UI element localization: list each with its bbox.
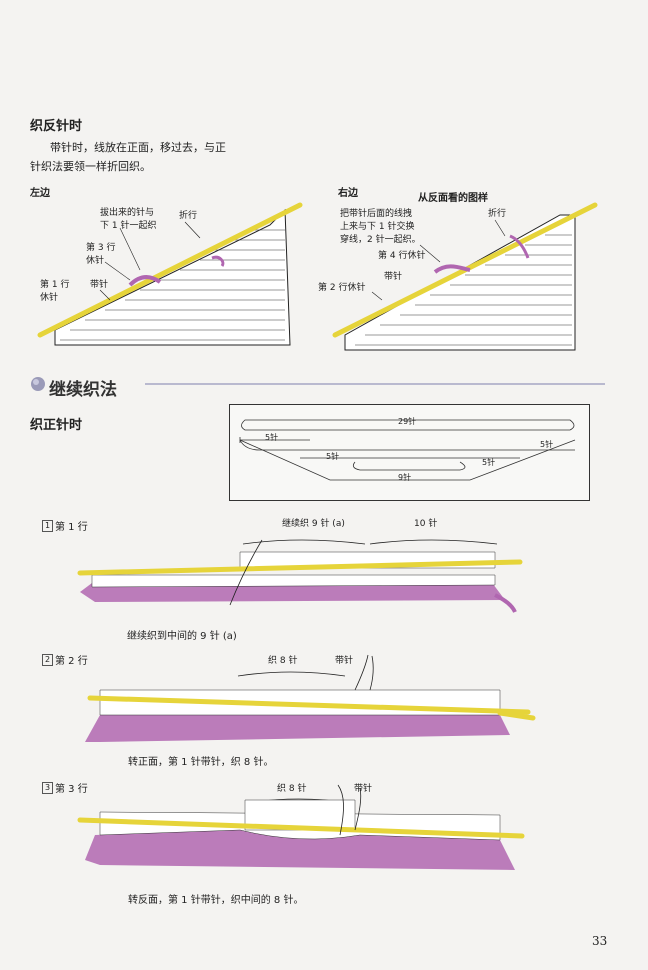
schema-top-label: 29针 — [398, 416, 416, 426]
purl-paragraph-line2: 针织法要领一样折回织。 — [30, 160, 151, 173]
row2-text: 第 2 行 — [55, 656, 88, 667]
left-label-row1b: 休针 — [40, 293, 59, 303]
section-divider — [145, 383, 605, 385]
row1-text: 第 1 行 — [55, 522, 88, 533]
left-label-row1: 第 1 行 — [40, 280, 70, 290]
right-label-row4: 第 4 行休针 — [378, 251, 426, 261]
row3-number: 3 — [42, 781, 53, 794]
purl-paragraph-line1: 带针时，线放在正面，移过去，与正 — [50, 141, 226, 154]
right-label-a: 把带针后面的线拽 — [340, 209, 413, 219]
section-bullet-icon — [31, 377, 45, 391]
schema-mid2-label: 5针 — [482, 457, 495, 467]
row3-label: 3 第 3 行 — [42, 780, 88, 795]
left-diagram-title: 左边 — [30, 188, 50, 199]
left-label-row3: 第 3 行 — [86, 243, 116, 253]
row3-caption: 转反面，第 1 针带针，织中间的 8 针。 — [128, 895, 304, 906]
schema-bottom-label: 9针 — [398, 472, 411, 482]
row2-number: 2 — [42, 653, 53, 666]
right-diagram-title: 右边 — [338, 188, 358, 199]
row3-note1: 织 8 针 — [277, 784, 307, 794]
left-label-turn: 折行 — [179, 211, 198, 221]
right-diagram-subtitle: 从反面看的图样 — [418, 193, 488, 204]
left-label-pull: 拔出来的针与 — [100, 208, 155, 218]
schema-left-label: 5针 — [265, 432, 278, 442]
row2-note1: 织 8 针 — [268, 656, 298, 666]
purl-heading: 织反针时 — [30, 119, 83, 134]
right-label-turn: 折行 — [488, 209, 507, 219]
right-label-row2: 第 2 行休针 — [318, 283, 366, 293]
row2-note2: 带针 — [335, 656, 354, 666]
knit-subheading: 织正针时 — [30, 418, 83, 433]
row1-number: 1 — [42, 519, 53, 532]
row3-text: 第 3 行 — [55, 784, 88, 795]
row1-label: 1 第 1 行 — [42, 518, 88, 533]
right-label-slip: 带针 — [384, 272, 403, 282]
row2-label: 2 第 2 行 — [42, 652, 88, 667]
schema-right-label: 5针 — [540, 439, 553, 449]
right-label-c: 穿线，2 针一起织。 — [340, 235, 421, 245]
row3-note2: 带针 — [354, 784, 373, 794]
right-label-b: 上来与下 1 针交换 — [340, 222, 415, 232]
left-label-row3b: 休针 — [86, 256, 105, 266]
page-number: 33 — [592, 934, 608, 948]
left-label-pull2: 下 1 针一起织 — [100, 221, 157, 231]
row1-note1: 继续织 9 针 (a) — [282, 519, 345, 529]
row1-caption: 继续织到中间的 9 针 (a) — [127, 631, 237, 642]
section-title: 继续织法 — [49, 380, 117, 400]
row1-note2: 10 针 — [414, 519, 438, 529]
schema-mid1-label: 5针 — [326, 451, 339, 461]
left-label-slip: 带针 — [90, 280, 109, 290]
row2-caption: 转正面，第 1 针带针，织 8 针。 — [128, 757, 274, 768]
